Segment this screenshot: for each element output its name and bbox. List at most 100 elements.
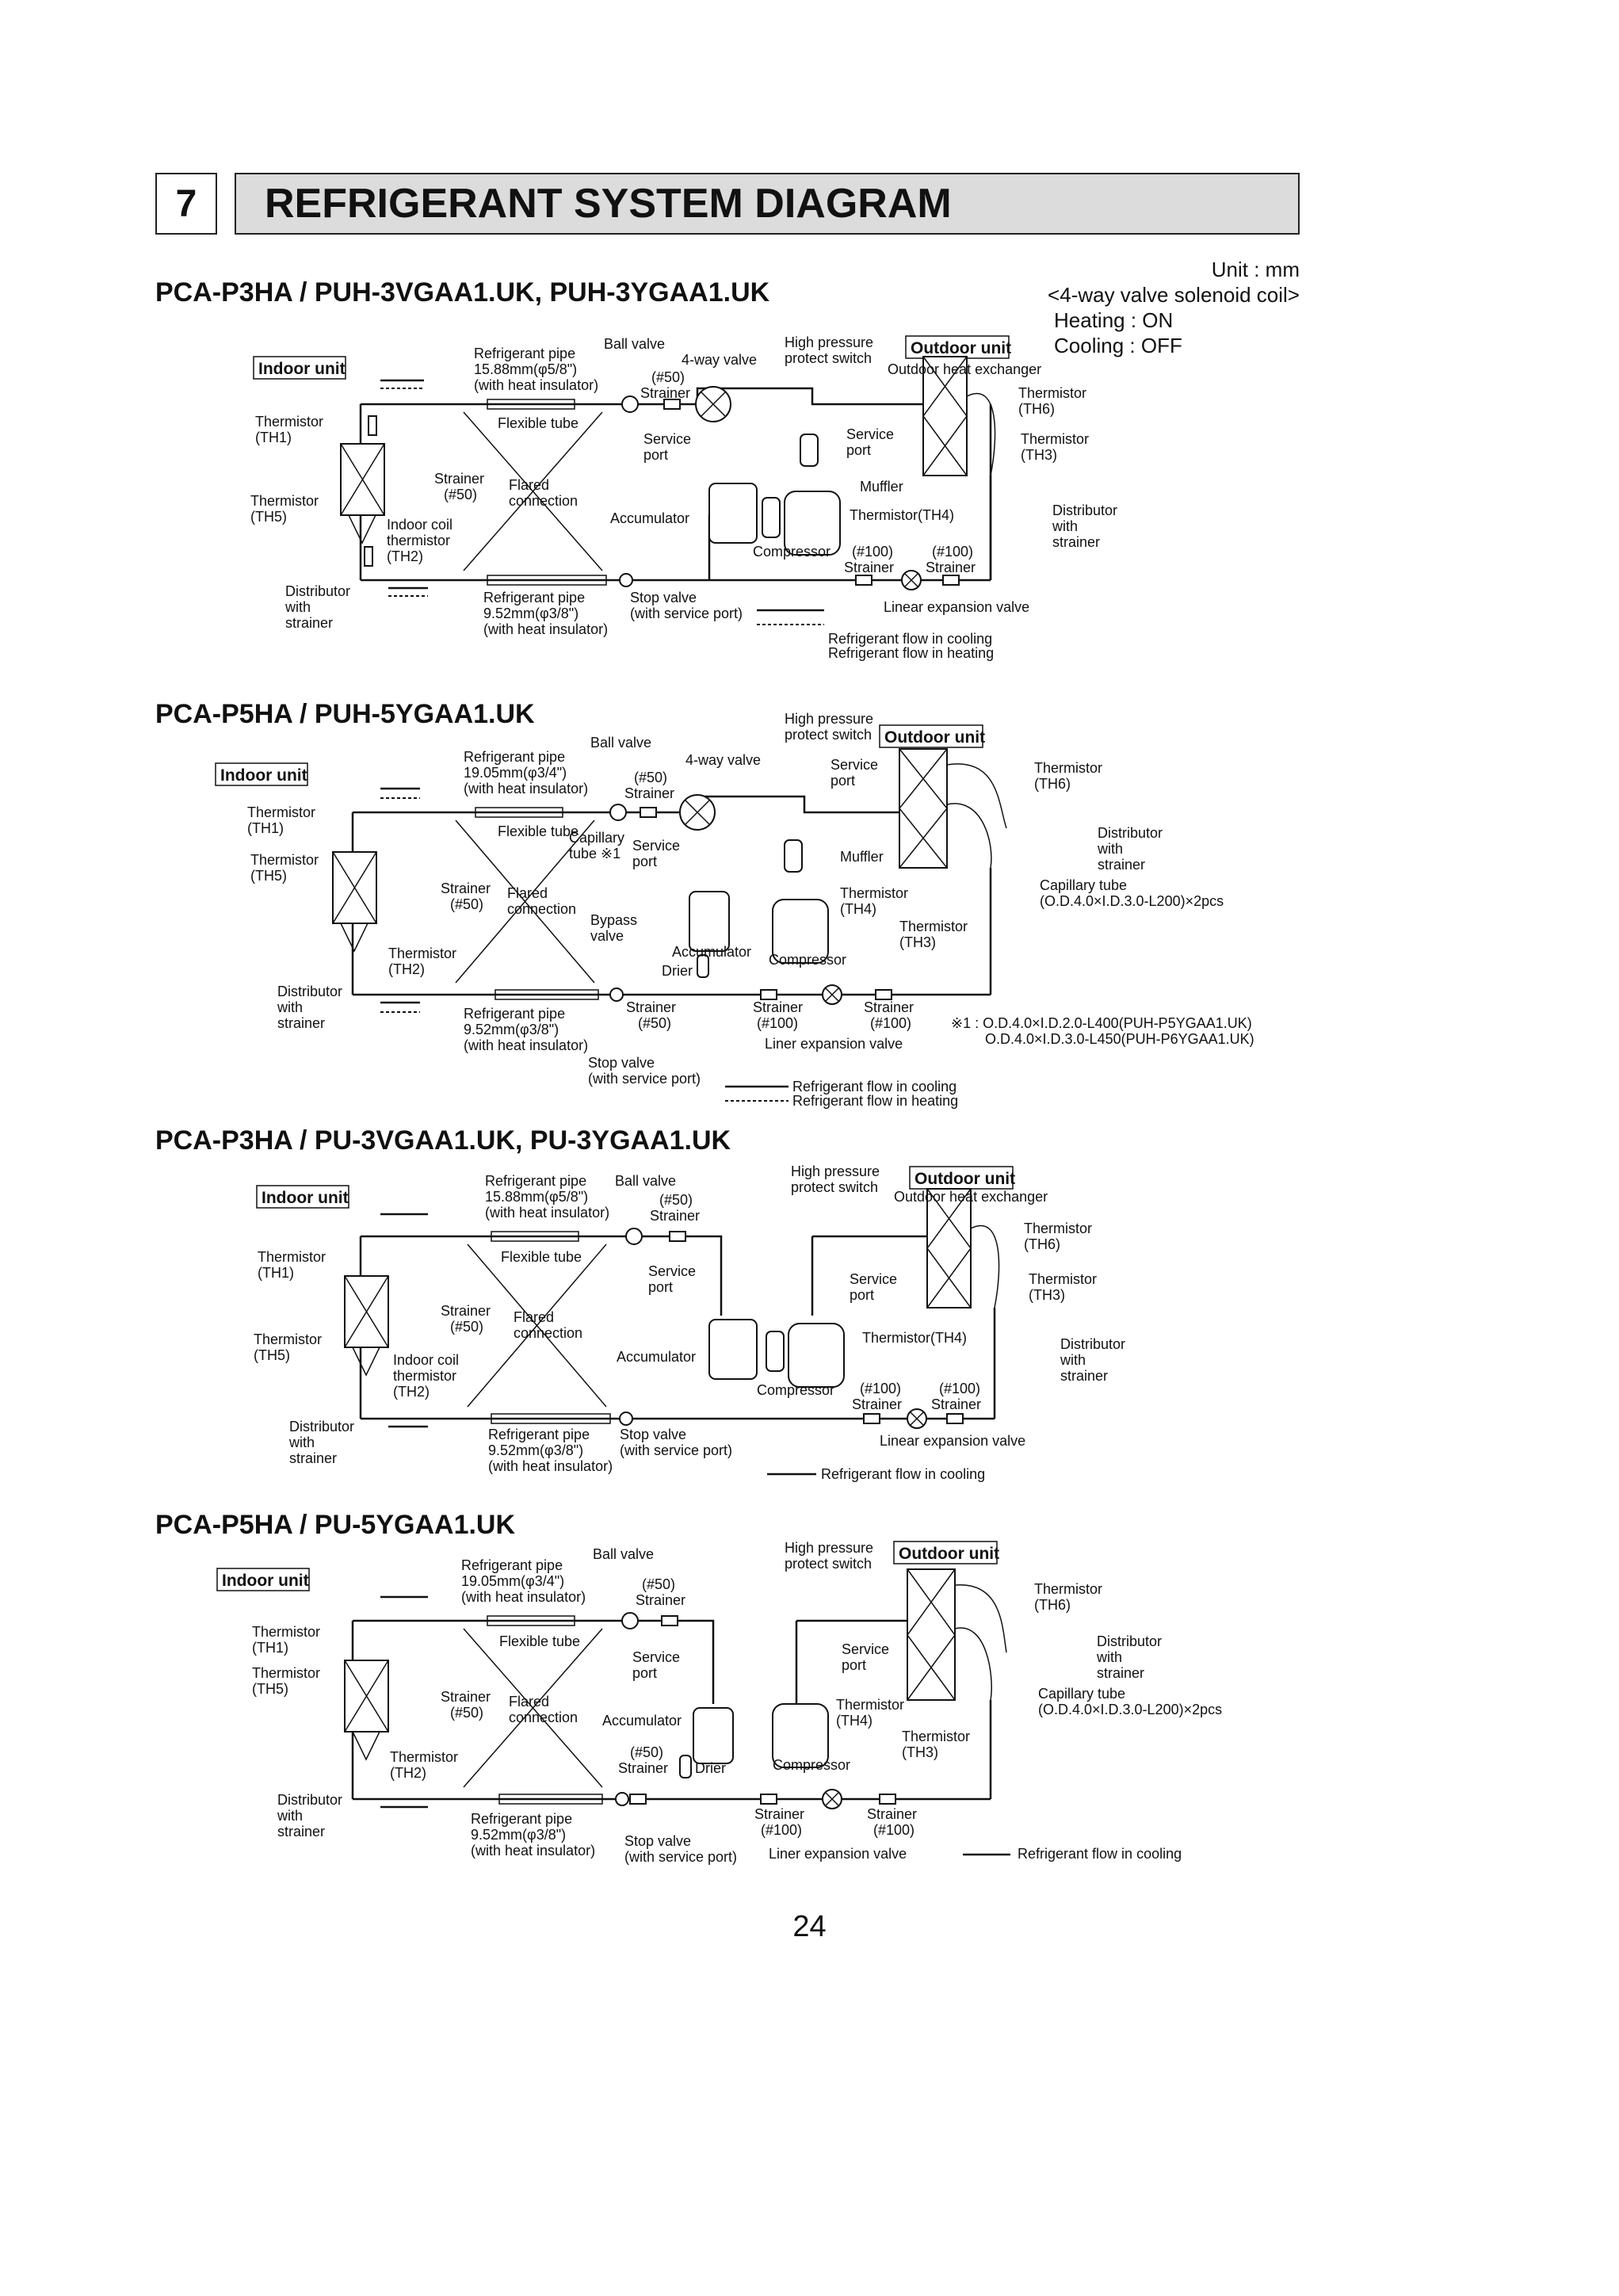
outdoor-unit-box: Outdoor unit [893,1541,999,1564]
label: High pressure [791,1163,880,1179]
label: with [1097,841,1123,857]
diagram-4-title: PCA-P5HA / PU-5YGAA1.UK [155,1510,516,1540]
label: (with heat insulator) [464,781,588,797]
label: Thermistor [258,1249,326,1265]
indoor-unit-label: Indoor unit [258,360,346,378]
label: Thermistor [247,804,315,820]
unit-note: Unit : mm <4-way valve solenoid coil> He… [991,257,1300,358]
label: (with heat insulator) [485,1205,609,1221]
label: port [831,773,855,789]
label: (#100) [932,544,973,560]
outdoor-unit-box: Outdoor unit [905,335,1011,359]
label: Refrigerant flow in cooling [821,1466,985,1482]
label: with [277,999,303,1015]
outdoor-unit-label: Outdoor unit [911,339,1011,357]
label: Service [632,838,680,854]
label: Service [842,1641,889,1657]
label: Refrigerant pipe [471,1811,572,1827]
label: Service [648,1263,696,1279]
ball-valve-icon [609,804,627,821]
label: port [850,1287,874,1303]
label: Distributor [285,583,350,599]
label: strainer [277,1824,325,1839]
indoor-unit-box: Indoor unit [253,356,346,380]
indoor-hex-cross [332,851,377,924]
label: ※1 : O.D.4.0×I.D.2.0-L400(PUH-P5YGAA1.UK… [951,1015,1252,1031]
label: (TH1) [258,1265,294,1281]
label: Refrigerant pipe [461,1557,563,1573]
label: Compressor [769,952,846,968]
label: Strainer [852,1396,902,1412]
thermistor-th2-sensor [364,546,373,567]
accumulator-icon [708,483,758,544]
label: Compressor [773,1757,850,1773]
drier-icon [679,1755,692,1778]
label: protect switch [791,1179,878,1195]
label: Accumulator [602,1713,682,1729]
label: Flexible tube [498,415,578,431]
label: (TH3) [1021,447,1057,463]
label: (TH5) [254,1347,290,1363]
page-number: 24 [792,1910,827,1943]
label: 4-way valve [682,352,757,368]
coil-cooling: Cooling : OFF [1054,334,1182,357]
outdoor-hex-cross [899,748,948,869]
label: (TH2) [387,548,423,564]
label: connection [514,1325,582,1341]
label: Stop valve [588,1055,655,1071]
strainer-50-top-icon [661,1615,678,1626]
label: (TH6) [1024,1236,1060,1252]
section-number: 7 [155,173,217,235]
label: Outdoor heat exchanger [888,361,1041,377]
label: (with service port) [588,1071,701,1087]
label: protect switch [785,727,872,743]
label: Service [831,757,878,773]
label: Ball valve [615,1173,676,1189]
outdoor-unit-label: Outdoor unit [899,1545,999,1563]
accumulator-icon [689,891,730,952]
label: strainer [285,615,333,631]
flexible-tube-bottom [498,1794,603,1805]
strainer-100-b-icon [879,1794,896,1805]
label: Refrigerant pipe [483,590,585,606]
strainer-100-a-icon [855,575,873,586]
label: Strainer [754,1806,804,1822]
compressor-icon [788,1323,845,1388]
label: Flexible tube [498,823,578,839]
label: (with service port) [620,1442,732,1458]
label: (#100) [757,1015,798,1031]
label: Distributor [1060,1336,1125,1352]
lev-cross [909,1411,925,1427]
flexible-tube-top [487,1615,575,1626]
label: Thermistor [1029,1271,1097,1287]
label: (with heat insulator) [464,1037,588,1053]
ball-valve-icon [621,1612,639,1629]
outdoor-unit-box: Outdoor unit [909,1166,1015,1190]
label: Compressor [757,1382,834,1398]
outdoor-unit-label: Outdoor unit [884,728,985,747]
label: Drier [695,1760,726,1776]
unit-label: Unit : mm [1211,258,1300,281]
label: 9.52mm(φ3/8") [464,1022,559,1037]
flared-connection-lines [463,1628,603,1788]
label: Distributor [289,1419,354,1435]
strainer-50-icon [640,807,657,818]
label: High pressure [785,334,873,350]
label: Thermistor [1018,385,1086,401]
label: tube ※1 [569,846,620,861]
label: Ball valve [590,735,651,751]
label: (with service port) [630,606,743,621]
label: Thermistor(TH4) [862,1330,967,1346]
ball-valve-icon [625,1228,643,1245]
outdoor-unit-label: Outdoor unit [915,1170,1015,1188]
lev-cross [824,1791,840,1807]
label: strainer [277,1015,325,1031]
muffler-icon [784,839,803,873]
label: Stop valve [624,1833,691,1849]
label: strainer [289,1450,337,1466]
label: 9.52mm(φ3/8") [488,1442,583,1458]
indoor-hex-cross [340,443,385,516]
label: Thermistor [899,919,968,934]
label: O.D.4.0×I.D.3.0-L450(PUH-P6YGAA1.UK) [985,1031,1254,1047]
diagram-3-title: PCA-P3HA / PU-3VGAA1.UK, PU-3YGAA1.UK [155,1125,731,1156]
